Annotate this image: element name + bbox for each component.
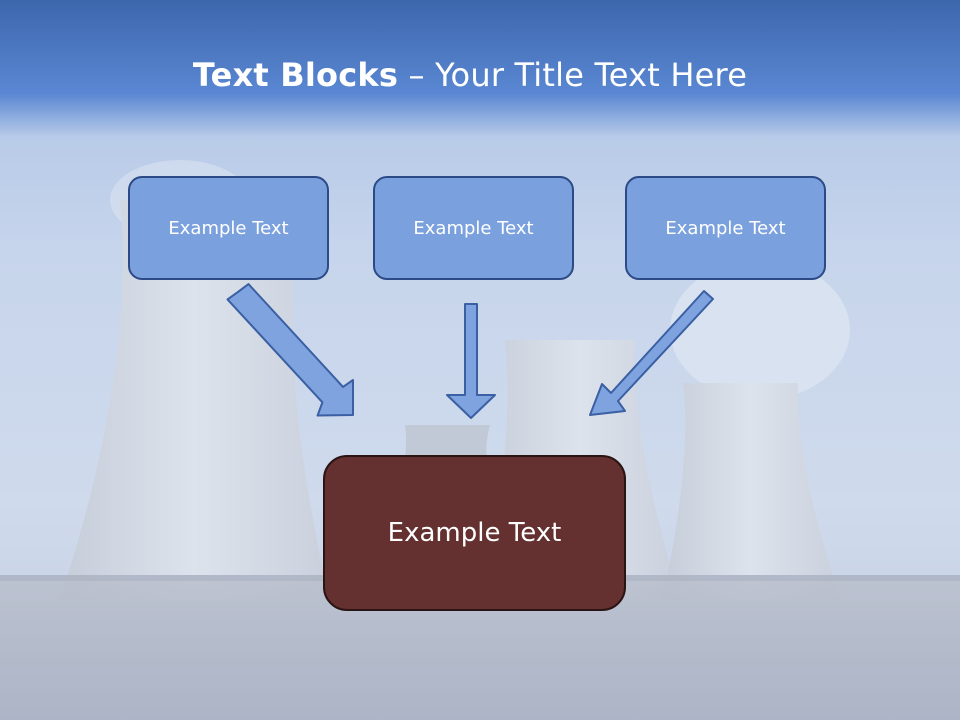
slide-title: Text Blocks – Your Title Text Here	[0, 52, 940, 98]
title-text: Your Title Text Here	[435, 56, 748, 94]
main-text-block[interactable]: Example Text	[323, 455, 626, 611]
title-separator: –	[398, 56, 436, 94]
arrow-right-icon	[589, 290, 714, 416]
arrow-left-icon	[226, 283, 354, 417]
title-bold-text: Text Blocks	[192, 56, 399, 94]
text-block-right[interactable]: Example Text	[625, 176, 826, 280]
arrow-down-icon	[446, 303, 496, 419]
text-block-left[interactable]: Example Text	[128, 176, 329, 280]
text-block-center[interactable]: Example Text	[373, 176, 574, 280]
